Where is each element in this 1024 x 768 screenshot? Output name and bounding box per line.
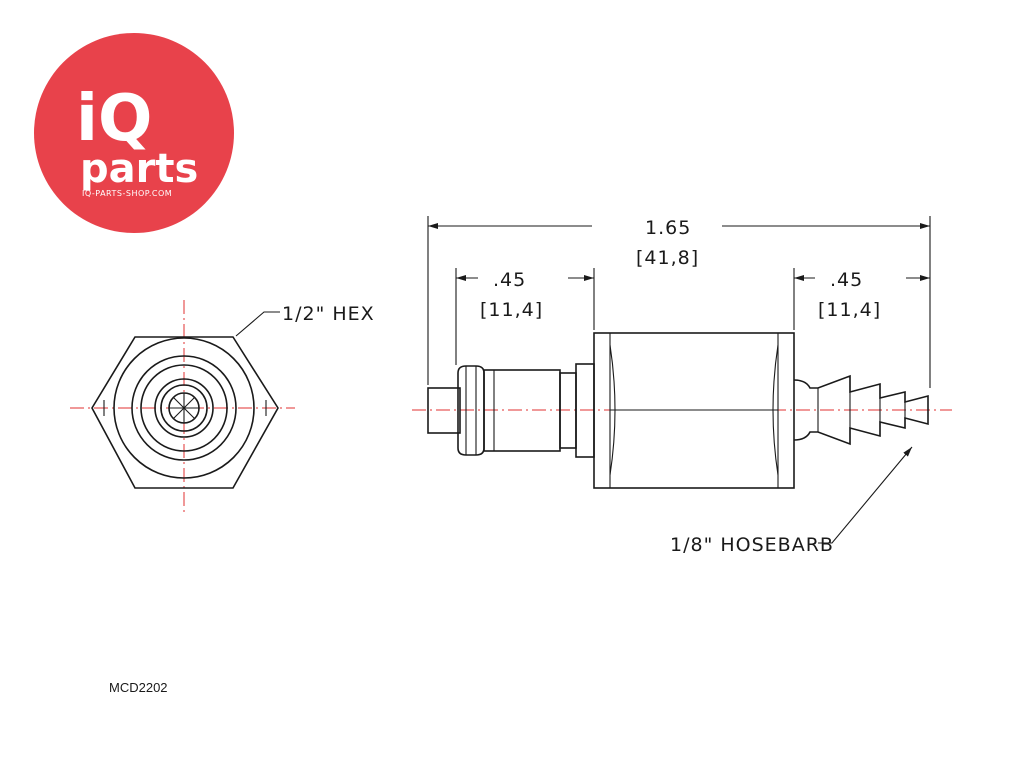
- logo-circle: [34, 33, 234, 233]
- right-dim-in: .45: [830, 269, 863, 291]
- nose-stem: [427, 387, 461, 434]
- side-view: 1/8" HOSEBARB: [412, 332, 952, 556]
- logo-line2: parts: [80, 146, 198, 192]
- body-circle: [131, 355, 237, 461]
- iq-parts-logo: iQ parts IQ-PARTS-SHOP.COM: [34, 33, 234, 233]
- part-number: MCD2202: [109, 680, 168, 695]
- end-view: 1/2" HEX: [70, 300, 375, 515]
- hose-barb: [793, 374, 929, 446]
- valve-outer-circle: [154, 378, 214, 438]
- overall-dim-mm: [41,8]: [636, 247, 699, 269]
- hex-leader: [235, 311, 280, 337]
- overall-dim-in: 1.65: [645, 217, 691, 239]
- right-dim-mm: [11,4]: [818, 299, 881, 321]
- bore-circle: [140, 364, 228, 452]
- hex-callout: 1/2" HEX: [282, 303, 375, 325]
- left-dim-in: .45: [493, 269, 526, 291]
- valve-seat-circle: [160, 384, 208, 432]
- hex-chamfer-circle: [113, 337, 255, 479]
- left-dim-mm: [11,4]: [480, 299, 543, 321]
- hosebarb-leader: [818, 446, 913, 544]
- dimensions: 1.65 [41,8] .45 [11,4] .45 [11,4]: [427, 216, 931, 388]
- hex-body: [593, 332, 795, 489]
- hex-outline: [91, 336, 279, 489]
- hosebarb-callout: 1/8" HOSEBARB: [670, 534, 834, 556]
- valve-star: [169, 393, 199, 423]
- logo-url: IQ-PARTS-SHOP.COM: [82, 189, 172, 198]
- logo-line1: iQ: [76, 82, 152, 156]
